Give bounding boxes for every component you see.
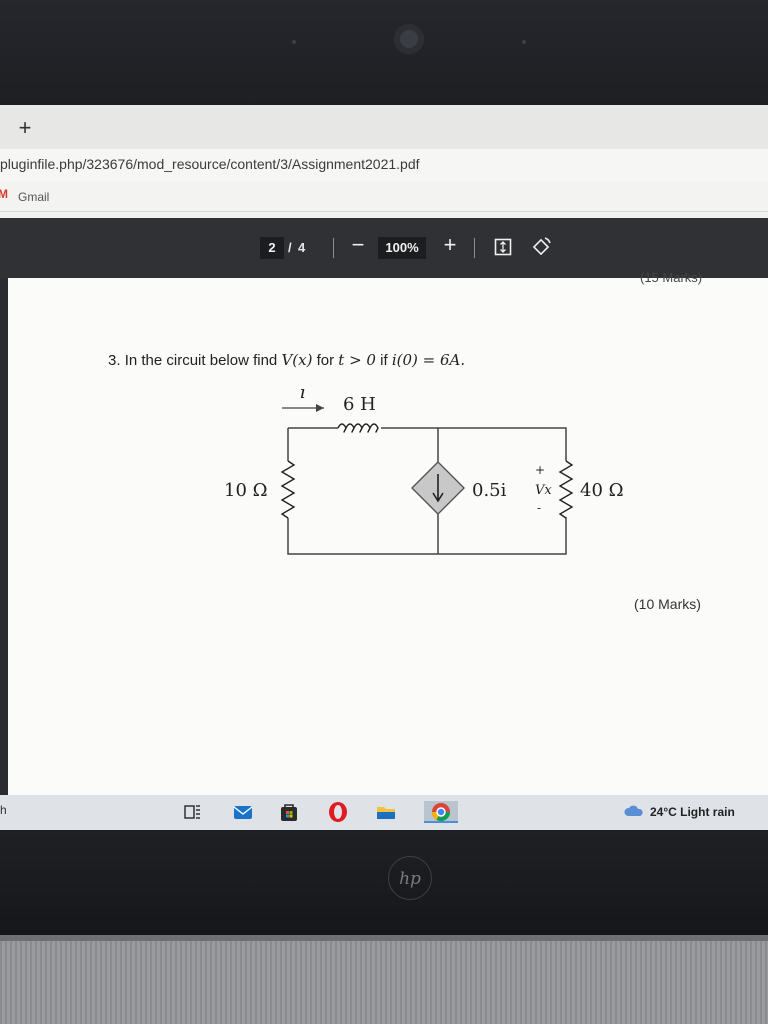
toolbar-divider — [333, 238, 334, 258]
question-number: 3. — [108, 352, 121, 369]
resistor-40-ohm — [558, 460, 574, 519]
current-arrowhead — [316, 404, 324, 412]
laptop-top-bezel — [0, 0, 768, 105]
webcam-icon — [394, 24, 424, 54]
page-separator: / — [288, 240, 292, 255]
inductor-label: 6 H — [343, 394, 376, 415]
vx-plus: + — [535, 463, 545, 477]
inductor-coil — [337, 423, 379, 433]
previous-marks-text: (15 Marks) — [640, 270, 703, 285]
store-icon[interactable] — [278, 801, 300, 823]
address-bar[interactable]: pluginfile.php/323676/mod_resource/conte… — [0, 149, 768, 181]
question-for: for — [312, 352, 339, 369]
question-expression: V(x) — [281, 351, 313, 369]
svg-text:hp: hp — [399, 869, 421, 889]
resistor1-label: 10 Ω — [224, 480, 268, 501]
gmail-icon[interactable]: M — [0, 187, 8, 201]
pdf-page: (15 Marks) 3. In the circuit below find … — [0, 270, 768, 798]
fit-page-icon[interactable] — [494, 238, 512, 256]
screen: + pluginfile.php/323676/mod_resource/con… — [0, 105, 768, 830]
opera-icon[interactable] — [327, 801, 349, 823]
hp-logo: hp — [388, 856, 432, 900]
taskbar-search-text[interactable]: h — [0, 803, 7, 817]
current-label: i — [300, 388, 306, 403]
resistor2-label: 40 Ω — [580, 480, 624, 501]
zoom-out-button[interactable]: − — [351, 232, 365, 257]
laptop-bottom-bezel: hp — [0, 830, 768, 935]
question-prefix: In the circuit below find — [124, 352, 282, 369]
bookmarks-bar: M Gmail — [0, 181, 768, 212]
question-initial: i(0) = 6A. — [391, 351, 466, 369]
vx-label: Vx — [535, 483, 552, 498]
vx-minus: - — [537, 501, 541, 515]
chrome-icon[interactable] — [424, 801, 458, 823]
new-tab-button[interactable]: + — [18, 115, 32, 140]
marks-text: (10 Marks) — [634, 596, 701, 612]
source-label: 0.5i — [472, 480, 507, 501]
circuit-wires — [287, 427, 567, 555]
taskbar: h — [0, 795, 768, 830]
page-gutter — [0, 278, 8, 798]
weather-text[interactable]: 24°C Light rain — [650, 805, 735, 819]
tab-bar: + — [0, 105, 768, 149]
page-total: 4 — [298, 240, 306, 255]
source-arrow — [432, 474, 444, 503]
zoom-in-button[interactable]: + — [443, 232, 457, 257]
laptop-keyboard-deck — [0, 935, 768, 1024]
bookmark-gmail[interactable]: Gmail — [18, 190, 50, 204]
pdf-toolbar: 2 / 4 − 100% + — [0, 218, 768, 278]
resistor-10-ohm — [280, 460, 296, 519]
sensor-dot — [292, 40, 296, 44]
task-view-icon[interactable] — [184, 803, 202, 821]
page-number-input[interactable]: 2 — [260, 237, 284, 259]
mail-icon[interactable] — [232, 801, 254, 823]
question-text: 3. In the circuit below find V(x) for t … — [108, 351, 465, 369]
laptop-hinge — [0, 935, 768, 941]
circuit-diagram: 6 H i 10 Ω 0.5i + Vx - 40 Ω — [224, 388, 624, 555]
file-explorer-icon[interactable] — [375, 801, 397, 823]
toolbar-divider — [474, 238, 475, 258]
question-if: if — [375, 352, 392, 369]
rotate-icon[interactable] — [530, 236, 552, 258]
cloud-rain-icon[interactable] — [624, 804, 644, 818]
question-condition: t > 0 — [338, 351, 376, 369]
zoom-level-input[interactable]: 100% — [378, 237, 426, 259]
hp-logo-mark: hp — [399, 869, 421, 889]
url-text[interactable]: pluginfile.php/323676/mod_resource/conte… — [0, 156, 420, 172]
sensor-dot — [522, 40, 526, 44]
